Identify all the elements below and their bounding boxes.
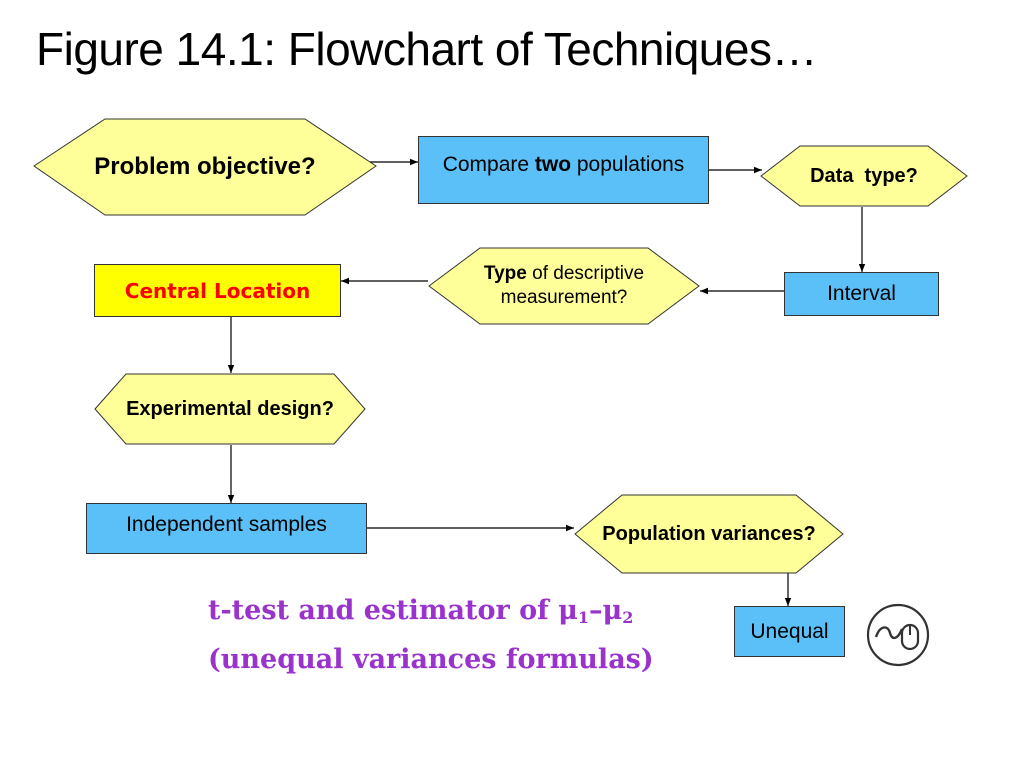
result-line-2: (unequal variances formulas): [208, 644, 654, 675]
subscript-2: 2: [622, 608, 634, 627]
experimental-design-shape: [94, 373, 366, 445]
result-text: t-test and estimator of μ1–μ2 (unequal v…: [208, 590, 654, 681]
result-line-1-text: t-test and estimator of: [208, 595, 559, 626]
mu-symbol-1: μ: [558, 595, 578, 626]
type-rest: of descriptive measurement?: [500, 263, 650, 308]
result-line-1: t-test and estimator of μ1–μ2: [208, 590, 654, 639]
mouse-cursor-icon[interactable]: [866, 603, 930, 667]
population-variances-label: Population variances?: [602, 522, 816, 545]
compare-suffix: populations: [571, 153, 685, 176]
data-type-shape: [760, 145, 968, 207]
population-variances-shape: [574, 494, 844, 574]
compare-two: two: [534, 153, 572, 176]
type-measurement-label: Type of descriptive measurement?: [478, 247, 650, 325]
slide-title: Figure 14.1: Flowchart of Techniques…: [36, 23, 817, 75]
data-type-label: Data type?: [810, 164, 918, 187]
problem-objective-label: Problem objective?: [94, 153, 316, 180]
unequal-box: Unequal: [734, 606, 845, 657]
minus-sign: –: [589, 595, 603, 626]
subscript-1: 1: [577, 608, 590, 627]
mu-symbol-2: μ: [602, 595, 623, 626]
compare-prefix: Compare: [442, 153, 535, 176]
interval-box: Interval: [784, 272, 939, 316]
central-location-box: Central Location: [94, 264, 341, 317]
type-measurement-shape: [428, 247, 700, 325]
type-bold: Type: [483, 263, 527, 285]
experimental-design-label: Experimental design?: [126, 397, 334, 420]
compare-populations-box: Compare two populations: [418, 136, 709, 204]
independent-samples-box: Independent samples: [86, 503, 367, 554]
problem-objective-shape: [33, 118, 377, 216]
